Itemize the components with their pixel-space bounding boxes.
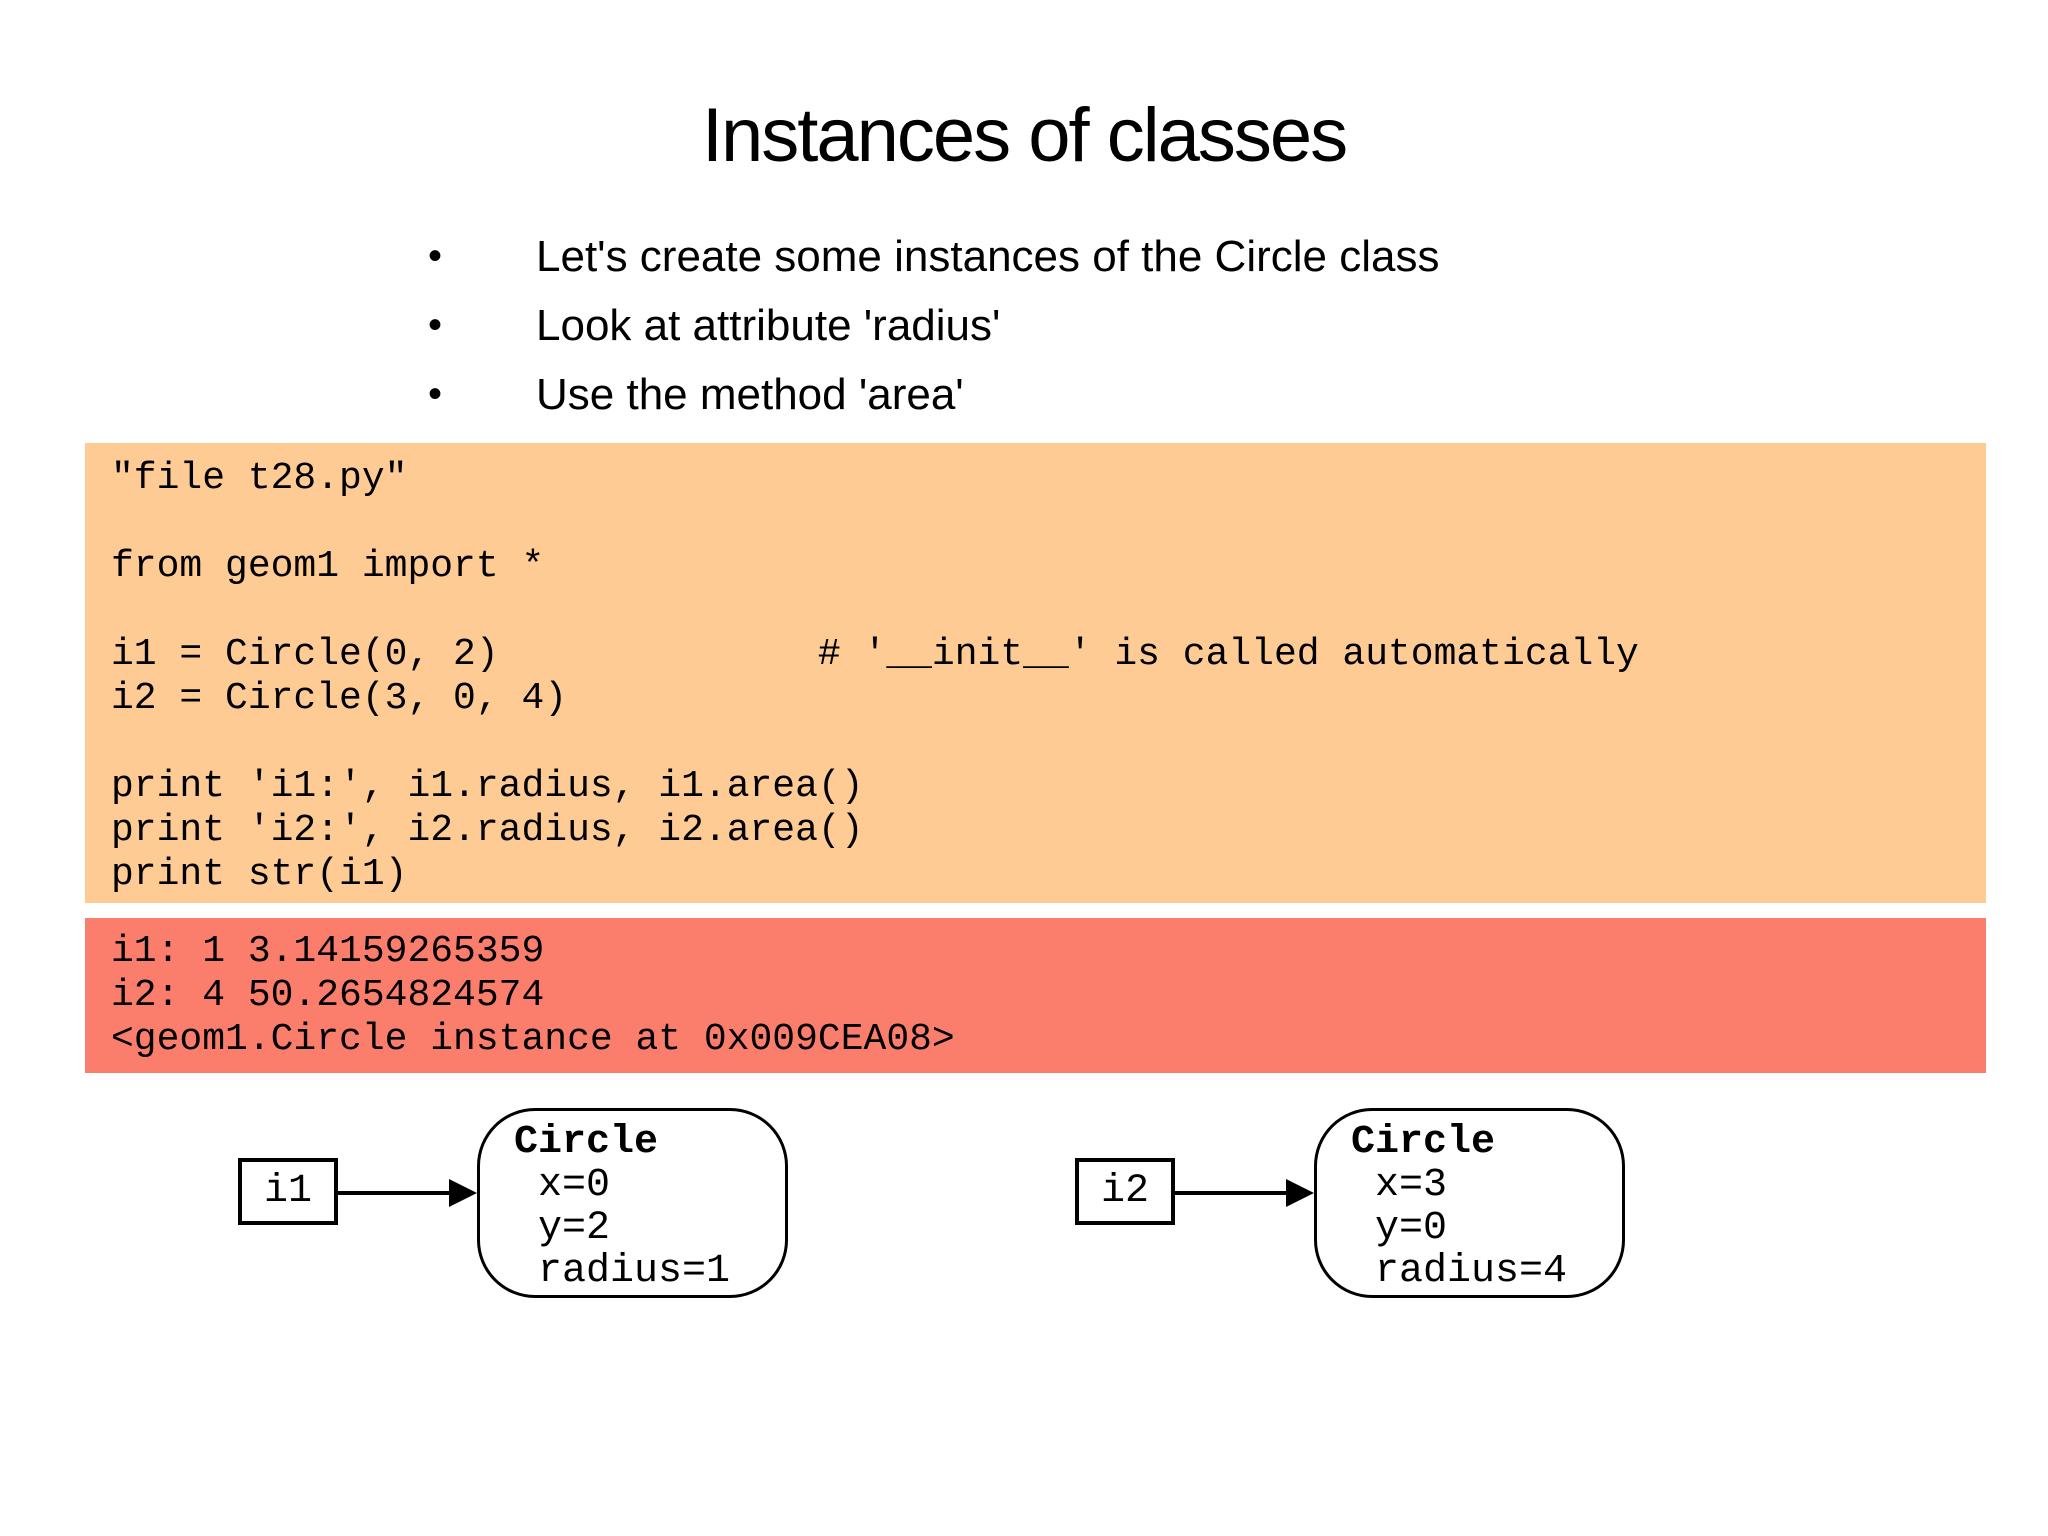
instance-node: Circle x=0 y=2 radius=1 xyxy=(477,1108,788,1298)
variable-label: i2 xyxy=(1100,1169,1149,1214)
list-item: • Let's create some instances of the Cir… xyxy=(420,222,1439,291)
attribute-y: y=0 xyxy=(1375,1206,1448,1251)
instance-diagram-i2: i2 Circle x=3 y=0 radius=4 xyxy=(1075,1108,1635,1303)
code-block: "file t28.py" from geom1 import * i1 = C… xyxy=(85,443,1986,903)
page-title: Instances of classes xyxy=(701,93,1348,178)
output-block: i1: 1 3.14159265359 i2: 4 50.2654824574 … xyxy=(85,918,1986,1073)
attribute-radius: radius=4 xyxy=(1375,1249,1568,1294)
arrow-line xyxy=(1173,1191,1290,1195)
class-name: Circle xyxy=(514,1120,659,1165)
attribute-radius: radius=1 xyxy=(538,1249,731,1294)
bullet-icon: • xyxy=(428,372,443,416)
arrow-head-icon xyxy=(449,1179,477,1207)
arrow-head-icon xyxy=(1286,1179,1314,1207)
variable-box: i2 xyxy=(1075,1158,1175,1225)
list-item: • Use the method 'area' xyxy=(420,360,1439,429)
instance-diagram-i1: i1 Circle x=0 y=2 radius=1 xyxy=(238,1108,798,1303)
attribute-x: x=0 xyxy=(538,1163,611,1208)
bullet-text: Use the method 'area' xyxy=(536,369,964,419)
bullet-icon: • xyxy=(428,303,443,347)
variable-box: i1 xyxy=(238,1158,338,1225)
list-item: • Look at attribute 'radius' xyxy=(420,291,1439,360)
variable-label: i1 xyxy=(263,1169,312,1214)
bullet-list: • Let's create some instances of the Cir… xyxy=(420,222,1439,429)
instance-node: Circle x=3 y=0 radius=4 xyxy=(1314,1108,1625,1298)
arrow-line xyxy=(336,1191,453,1195)
bullet-icon: • xyxy=(428,234,443,278)
bullet-text: Let's create some instances of the Circl… xyxy=(536,231,1440,281)
bullet-text: Look at attribute 'radius' xyxy=(536,300,1001,350)
attribute-y: y=2 xyxy=(538,1206,611,1251)
class-name: Circle xyxy=(1351,1120,1496,1165)
attribute-x: x=3 xyxy=(1375,1163,1448,1208)
